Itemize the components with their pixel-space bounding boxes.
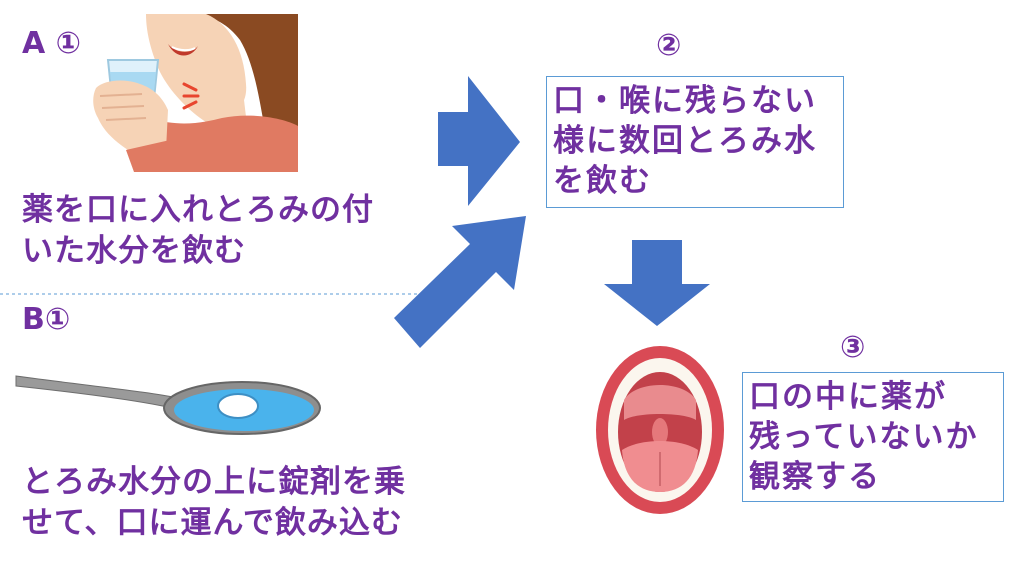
step-3-line1: 口の中に薬が	[749, 379, 947, 415]
step-2-text: 口・喉に残らない 様に数回とろみ水 を飲む	[547, 77, 843, 205]
spoon-icon	[15, 375, 321, 435]
step-2-line1: 口・喉に残らない	[553, 83, 817, 119]
step-3-box: 口の中に薬が 残っていないか 観察する	[742, 372, 1004, 502]
step-3-label: ③	[840, 330, 866, 365]
step-a-line1: 薬を口に入れとろみの付	[22, 192, 374, 228]
open-mouth-icon	[596, 346, 724, 514]
step-b-label: B①	[22, 302, 71, 337]
step-2-label: ②	[656, 28, 682, 63]
step-2-line2: 様に数回とろみ水	[553, 123, 817, 159]
step-2-line3: を飲む	[553, 163, 652, 199]
step-3-line3: 観察する	[749, 459, 881, 495]
step-a-label: A ①	[22, 26, 82, 61]
step-a-line2: いた水分を飲む	[22, 233, 246, 269]
step-b-line2: せて、口に運んで飲み込む	[22, 505, 403, 541]
step-3-text: 口の中に薬が 残っていないか 観察する	[743, 373, 1003, 501]
step-2-box: 口・喉に残らない 様に数回とろみ水 を飲む	[546, 76, 844, 208]
arrow-down	[604, 240, 710, 326]
arrow-right	[438, 76, 520, 206]
step-b-line1: とろみ水分の上に錠剤を乗	[22, 464, 406, 500]
step-3-line2: 残っていないか	[749, 419, 979, 455]
arrow-diagonal-up-right	[394, 216, 526, 348]
woman-drinking-icon	[93, 14, 298, 172]
step-a-text: 薬を口に入れとろみの付 いた水分を飲む	[22, 190, 374, 272]
step-b-text: とろみ水分の上に錠剤を乗 せて、口に運んで飲み込む	[22, 462, 406, 544]
